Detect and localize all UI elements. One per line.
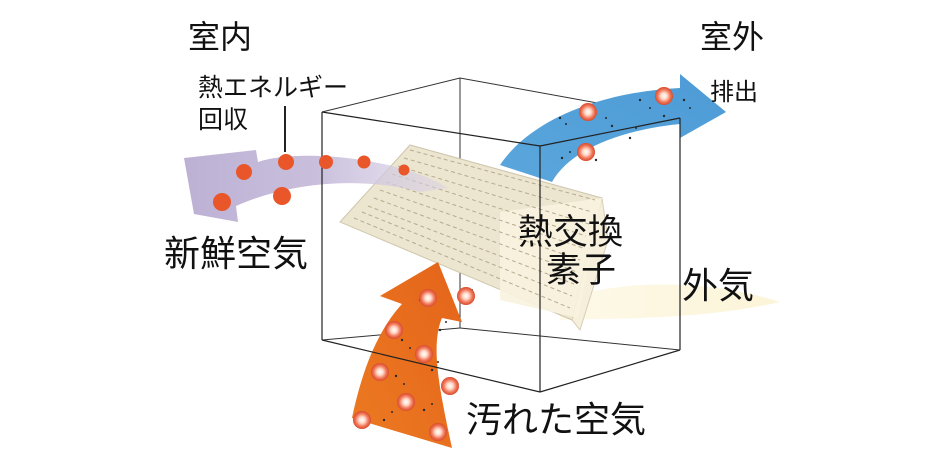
- exhaust-arrow: [500, 74, 726, 182]
- heat-energy-dots: [213, 154, 410, 211]
- exhaust-label: 排出: [710, 78, 758, 106]
- fresh-air-label: 新鮮空気: [164, 234, 308, 275]
- heat-exchange-element: [339, 144, 609, 332]
- indoor-label: 室内: [188, 18, 252, 56]
- element-label-line1: 熱交換: [518, 213, 623, 253]
- outside-air-label: 外気: [682, 266, 754, 307]
- exhaust-heat-glows: [577, 87, 673, 161]
- outside-air-arrow: [560, 284, 780, 320]
- chamber-box-front: [321, 111, 681, 393]
- element-label-line2: 素子: [546, 251, 616, 291]
- outdoor-label: 室外: [700, 18, 764, 56]
- heat-recovery-label-line2: 回収: [198, 105, 248, 134]
- dirty-air-arrow: [352, 262, 462, 448]
- dirty-air-heat-glows: [353, 287, 475, 441]
- element-fins: [353, 149, 596, 309]
- dirty-air-label: 汚れた空気: [466, 400, 646, 441]
- heat-recovery-label-line1: 熱エネルギー: [198, 73, 348, 102]
